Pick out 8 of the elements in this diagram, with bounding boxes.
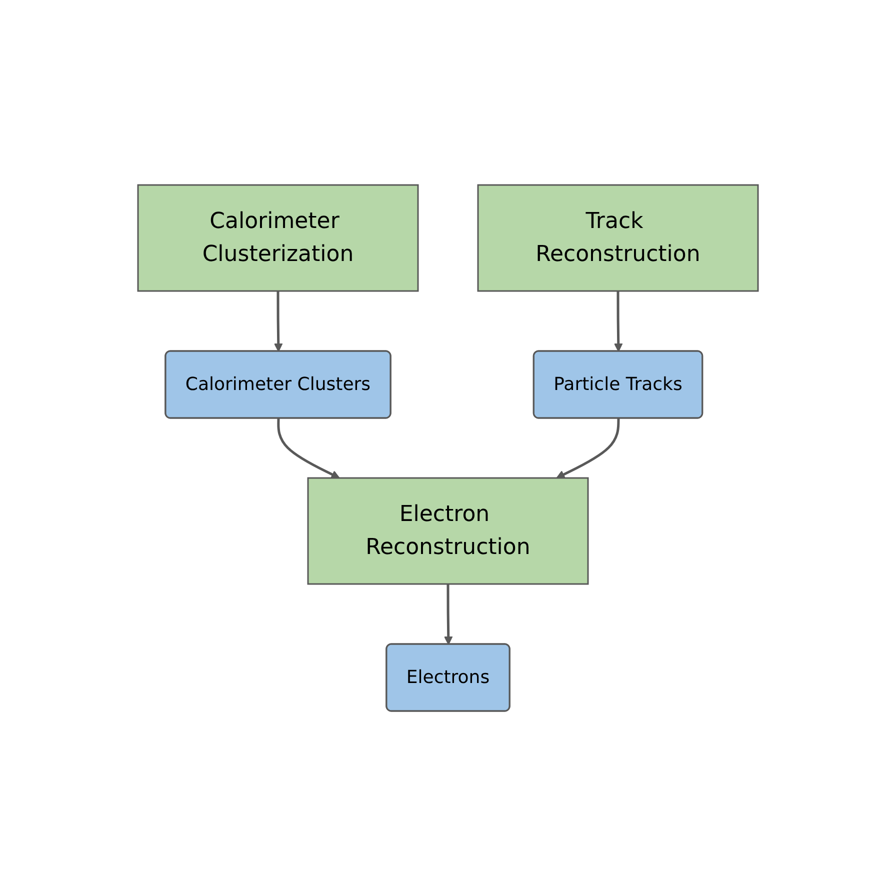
arrow — [556, 418, 620, 478]
arrow — [273, 291, 282, 352]
arrow — [443, 584, 452, 645]
node-box: Electron Reconstruction — [306, 477, 588, 585]
node-box: Track Reconstruction — [476, 184, 758, 292]
arrow — [276, 418, 340, 478]
node-box: Calorimeter Clusterization — [136, 184, 418, 292]
arrow — [613, 291, 622, 352]
